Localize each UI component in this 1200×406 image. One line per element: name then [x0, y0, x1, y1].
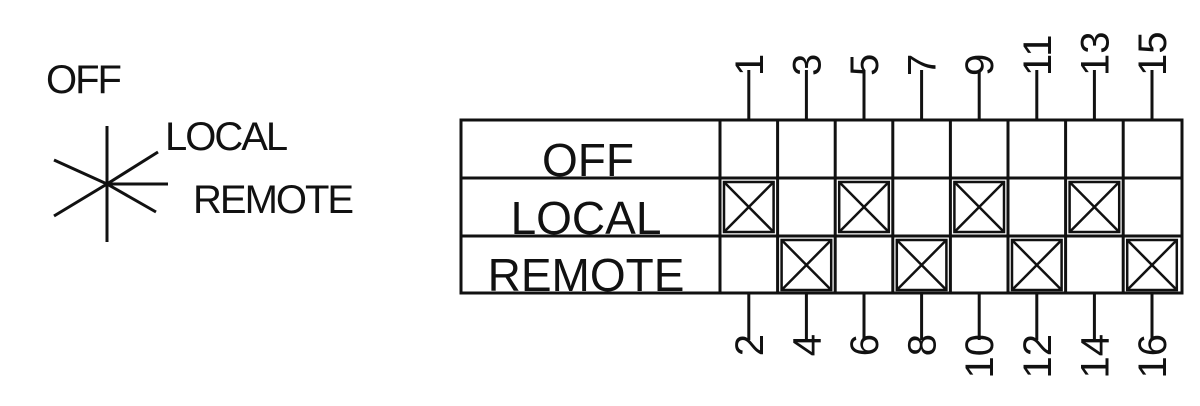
- contact-closed-x-icon: [953, 180, 1006, 234]
- terminal-number-bottom: 16: [1131, 334, 1175, 379]
- selector-switch-symbol: OFF LOCAL REMOTE: [46, 58, 354, 242]
- terminal-number-bottom: 12: [1016, 334, 1060, 379]
- symbol-off-label: OFF: [46, 58, 121, 102]
- terminal-number-top: 15: [1131, 32, 1175, 77]
- terminal-number-bottom: 14: [1073, 334, 1117, 379]
- row-label-local: LOCAL: [511, 192, 662, 244]
- terminal-number-bottom: 8: [901, 334, 945, 356]
- symbol-local-label: LOCAL: [165, 115, 287, 159]
- table-frame: [459, 118, 1184, 295]
- switch-position-star-icon: [53, 126, 168, 242]
- terminal-number-top: 9: [958, 54, 1002, 76]
- terminal-number-top: 5: [843, 54, 887, 76]
- contact-closed-x-icon: [722, 180, 775, 234]
- contact-closed-x-icon: [1068, 180, 1121, 234]
- terminal-number-top: 1: [728, 54, 772, 76]
- terminal-number-bottom: 2: [728, 334, 772, 356]
- terminal-number-top: 3: [785, 54, 829, 76]
- contact-closed-x-icon: [780, 238, 833, 292]
- contact-closed-x-icon: [1010, 238, 1063, 292]
- terminal-number-top: 13: [1073, 32, 1117, 77]
- terminal-number-bottom: 6: [843, 334, 887, 356]
- terminal-number-top: 7: [901, 54, 945, 76]
- row-label-off: OFF: [542, 134, 634, 186]
- symbol-remote-label: REMOTE: [193, 178, 352, 222]
- terminal-number-bottom: 10: [958, 334, 1002, 379]
- terminal-number-top: 11: [1016, 34, 1060, 76]
- contact-table: OFF LOCAL REMOTE: [459, 118, 1184, 301]
- contact-closed-x-icon: [1125, 238, 1179, 292]
- terminal-number-bottom: 4: [785, 334, 829, 356]
- contact-closed-x-icon: [837, 180, 891, 234]
- contact-closed-x-icon: [895, 238, 948, 292]
- row-label-remote: REMOTE: [488, 249, 685, 301]
